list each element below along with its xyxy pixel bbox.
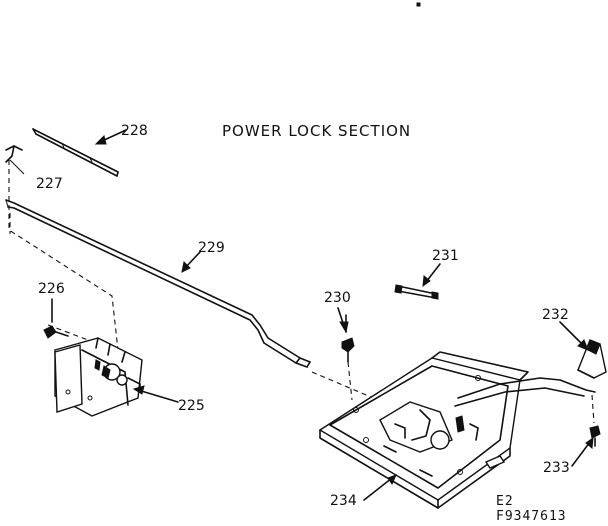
part-label-226: 226 bbox=[38, 281, 65, 297]
diagram-title: POWER LOCK SECTION bbox=[222, 122, 412, 140]
part-228-rod bbox=[32, 128, 119, 177]
part-231-rod bbox=[394, 284, 439, 300]
leader-lines bbox=[94, 129, 594, 501]
part-234-base bbox=[318, 351, 596, 509]
part-label-232: 232 bbox=[542, 307, 569, 323]
part-label-228: 228 bbox=[121, 123, 148, 139]
part-label-233: 233 bbox=[543, 460, 570, 476]
stray-mark bbox=[416, 2, 421, 7]
part-label-225: 225 bbox=[178, 398, 205, 414]
part-229-rod bbox=[5, 199, 311, 368]
part-label-227: 227 bbox=[36, 176, 63, 192]
part-225-switch bbox=[54, 337, 143, 417]
part-label-231: 231 bbox=[432, 248, 459, 264]
part-232-cap bbox=[577, 339, 607, 379]
part-label-230: 230 bbox=[324, 290, 351, 306]
part-226-screw bbox=[43, 298, 69, 339]
drawing-code-line-2: F9347613 bbox=[496, 509, 567, 524]
part-label-234: 234 bbox=[330, 493, 357, 509]
drawing-code-line-1: E2 bbox=[496, 494, 514, 509]
part-label-229: 229 bbox=[198, 240, 225, 256]
part-227-clip bbox=[5, 145, 25, 175]
part-233-screw bbox=[589, 425, 601, 447]
